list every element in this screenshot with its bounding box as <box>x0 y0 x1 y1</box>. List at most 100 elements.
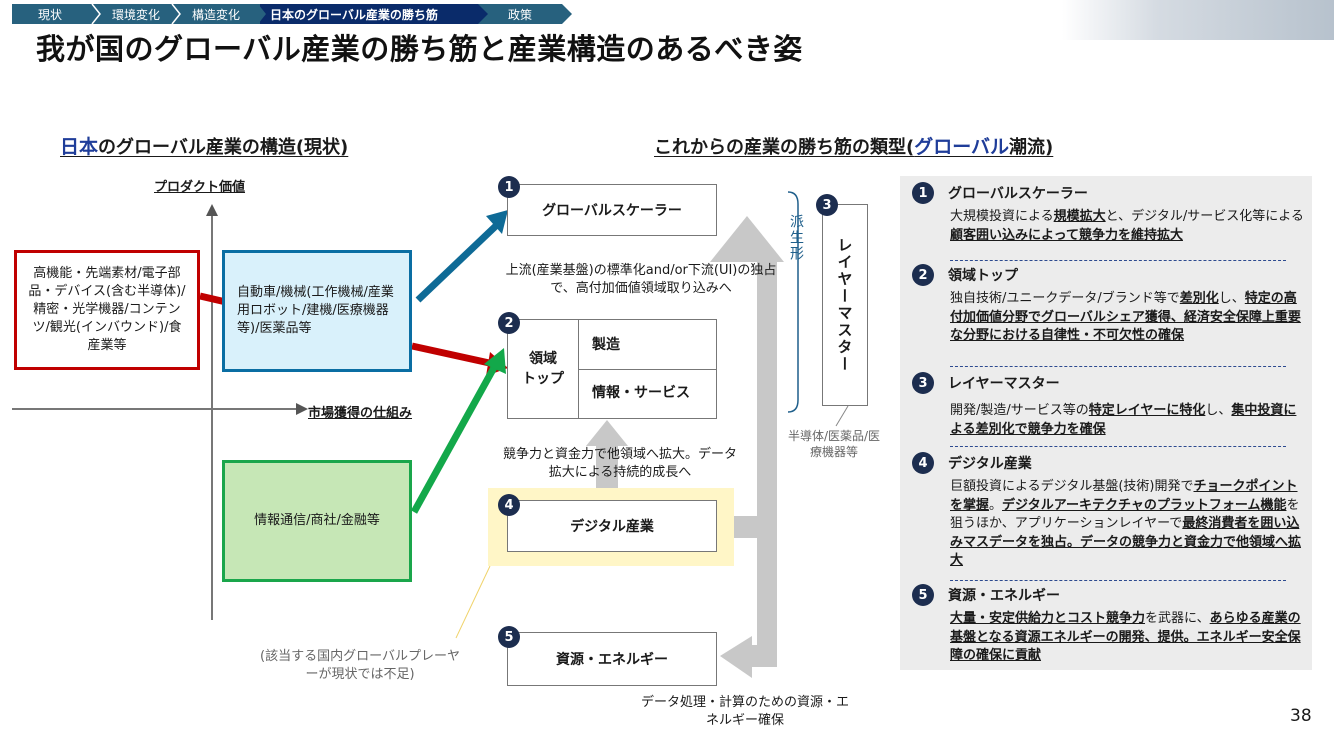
breadcrumb: 現状 環境変化 構造変化 日本のグローバル産業の勝ち筋 政策 <box>0 0 580 25</box>
breadcrumb-item-current-state[interactable]: 現状 <box>38 7 63 22</box>
breadcrumb-item-structure[interactable]: 構造変化 <box>192 7 241 22</box>
body-text: 大規模投資による <box>950 209 1054 224</box>
header-gradient <box>1062 0 1334 40</box>
box-domain-top: 領域 トップ 製造 情報・サービス <box>507 319 717 419</box>
panel-item-title: レイヤーマスター <box>948 376 1060 392</box>
emphasis-text: 大量・安定供給力とコスト競争力 <box>950 611 1146 626</box>
left-section-heading: 日本のグローバル産業の構造(現状) <box>60 132 348 159</box>
box-automotive-machinery: 自動車/機械(工作機械/産業用ロボット/建機/医療機器等)/医薬品等 <box>222 250 412 372</box>
box-it-trading-finance: 情報通信/商社/金融等 <box>222 460 412 582</box>
panel-item-body: 巨額投資によるデジタル基盤(技術)開発でチョークポイントを掌握。デジタルアーキテ… <box>950 478 1304 571</box>
gray-arrow-small-head <box>586 420 628 446</box>
panel-item-body: 大量・安定供給力とコスト競争力を武器に、あらゆる産業の基盤となる資源エネルギーの… <box>950 610 1304 666</box>
panel-item-digital: 4 デジタル産業 巨額投資によるデジタル基盤(技術)開発でチョークポイントを掌握。… <box>912 452 1304 571</box>
gray-arrow-head-left <box>720 636 752 678</box>
badge-5: 5 <box>498 626 520 648</box>
domain-top-manufacturing: 製造 <box>592 337 620 353</box>
derived-bracket <box>787 191 799 413</box>
body-text: し、 <box>1218 291 1245 306</box>
domain-top-label: 領域 トップ <box>522 351 564 387</box>
panel-item-body: 独自技術/ユニークデータ/ブランド等で差別化し、特定の高付加価値分野でグローバル… <box>950 290 1304 346</box>
emphasis-text: チョークポイントを掌握 <box>950 479 1298 513</box>
emphasis-text: 特定レイヤーに特化 <box>1088 403 1206 418</box>
layer-example-connector <box>835 405 849 427</box>
text-upstream-downstream: 上流(産業基盤)の標準化and/or下流(UI)の独占で、高付加価値領域取り込み… <box>505 263 777 296</box>
gray-arrow-shaft <box>757 262 777 654</box>
badge-4: 4 <box>498 494 520 516</box>
panel-item-title: デジタル産業 <box>948 456 1032 472</box>
text-data-energy: データ処理・計算のための資源・エネルギー確保 <box>640 695 849 728</box>
panel-divider <box>950 366 1286 367</box>
breadcrumb-chevrons <box>91 3 572 25</box>
emphasis-text: あらゆる産業の基盤となる資源エネルギーの開発、提供。エネルギー安全保障の確保に貢… <box>950 611 1301 663</box>
breadcrumb-item-bg <box>94 4 174 24</box>
arrow-red <box>411 342 495 368</box>
domain-top-info-services: 情報・サービス <box>592 385 690 401</box>
box-materials-devices: 高機能・先端素材/電子部品・デバイス(含む半導体)/精密・光学機器/コンテンツ/… <box>14 250 200 370</box>
body-text: 。 <box>989 497 1003 513</box>
text-layer-examples: 半導体/医薬品/医療機器等 <box>787 429 881 459</box>
emphasis-text: デジタルアーキテクチャのプラットフォーム機能 <box>1002 497 1287 513</box>
panel-badge: 5 <box>912 584 934 606</box>
box-layer-master: レイヤーマスター <box>822 204 868 406</box>
panel-item-title: 資源・エネルギー <box>948 588 1060 604</box>
diagram-graphics <box>12 191 849 678</box>
arrow-blue <box>415 219 503 303</box>
panel-divider <box>950 446 1286 447</box>
breadcrumb-item-winning-path[interactable]: 日本のグローバル産業の勝ち筋 <box>260 4 478 24</box>
breadcrumb-item-bg <box>478 4 562 24</box>
y-axis-label: プロダクト価値 <box>154 180 246 195</box>
badge-1: 1 <box>498 176 520 198</box>
body-text: 独自技術/ユニークデータ/ブランド等で <box>950 291 1180 306</box>
breadcrumb-item-environment[interactable]: 環境変化 <box>112 7 161 22</box>
text-derived-form: 派生形 <box>788 214 804 262</box>
gray-arrow-head-up <box>710 216 784 262</box>
note-connector <box>455 565 491 639</box>
page-number: 38 <box>1290 706 1312 726</box>
arrow-green <box>410 362 500 514</box>
panel-item-title: 領域トップ <box>948 268 1018 284</box>
x-axis-label: 市場獲得の仕組み <box>308 406 413 421</box>
body-text: 開発/製造/サービス等の <box>950 403 1089 418</box>
body-text: と、デジタル/サービス化等による <box>1105 209 1304 224</box>
divider <box>578 369 716 370</box>
center-heading-pre: これからの産業の勝ち筋の類型( <box>654 137 915 158</box>
body-text: し、 <box>1205 403 1232 418</box>
emphasis-text: 差別化 <box>1179 291 1219 306</box>
center-section-heading: これからの産業の勝ち筋の類型(グローバル潮流) <box>654 132 1053 159</box>
panel-item-body: 大規模投資による規模拡大と、デジタル/サービス化等による顧客囲い込みによって競争… <box>950 208 1304 245</box>
gray-arrow-small-shaft <box>596 444 618 494</box>
badge-2: 2 <box>498 312 520 334</box>
layer-master-label: レイヤーマスター <box>835 237 854 373</box>
center-heading-post: 潮流) <box>1009 137 1054 158</box>
panel-item-resources: 5 資源・エネルギー 大量・安定供給力とコスト競争力を武器に、あらゆる産業の基盤と… <box>912 584 1304 666</box>
emphasis-text: 規模拡大 <box>1053 209 1106 224</box>
breadcrumb-item-bg <box>174 4 260 24</box>
text-expand-domains: 競争力と資金力で他領域へ拡大。データ拡大による持続的成長へ <box>502 447 737 480</box>
note-insufficient-players: (該当する国内グローバルプレーヤーが現状では不足) <box>260 649 460 682</box>
body-text: を武器に、 <box>1145 611 1210 626</box>
badge-3: 3 <box>816 194 838 216</box>
panel-divider <box>950 260 1286 261</box>
emphasis-text: 集中投資による差別化で競争力を確保 <box>950 403 1297 437</box>
panel-item-title: グローバルスケーラー <box>948 186 1088 202</box>
arrow-red-short <box>199 292 227 306</box>
emphasis-text: 最終消費者を囲い込みマスデータを独占。データの競争力と資金力で他領域へ拡大 <box>950 516 1302 568</box>
panel-item-body: 開発/製造/サービス等の特定レイヤーに特化し、集中投資による差別化で競争力を確保 <box>950 402 1304 439</box>
breadcrumb-item-policy[interactable]: 政策 <box>508 7 533 22</box>
box-resources-energy: 資源・エネルギー <box>507 632 717 686</box>
body-text: を狙うほか、アプリケーションレイヤーで <box>950 497 1300 532</box>
panel-badge: 2 <box>912 264 934 286</box>
left-heading-text: のグローバル産業の構造(現状) <box>98 137 349 158</box>
box-global-scaler: グローバルスケーラー <box>507 184 717 236</box>
panel-badge: 4 <box>912 452 934 474</box>
page-title: 我が国のグローバル産業の勝ち筋と産業構造のあるべき姿 <box>36 32 803 66</box>
center-heading-highlight: グローバル <box>914 136 1010 158</box>
emphasis-text: 顧客囲い込みによって競争力を維持拡大 <box>950 227 1183 243</box>
panel-divider <box>950 580 1286 581</box>
body-text: 巨額投資によるデジタル基盤(技術)開発で <box>950 479 1194 494</box>
left-heading-highlight: 日本 <box>60 136 99 158</box>
